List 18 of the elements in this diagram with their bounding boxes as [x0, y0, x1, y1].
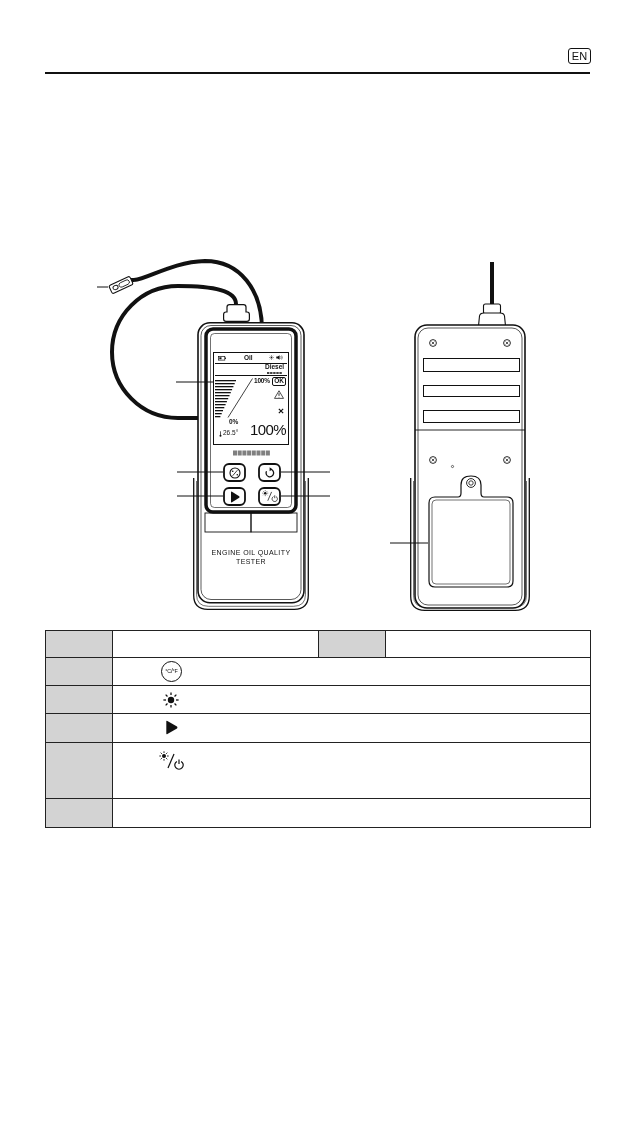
leader-line — [176, 471, 224, 473]
leader-line — [389, 542, 429, 544]
leader-line — [175, 381, 214, 383]
play-button — [223, 487, 246, 506]
lcd-screen — [213, 352, 289, 445]
cable — [110, 259, 264, 420]
cable-connector — [222, 304, 250, 322]
leader-line — [176, 495, 224, 497]
leader-line — [96, 286, 109, 288]
refresh-button — [258, 463, 281, 482]
language-badge: EN — [568, 48, 591, 64]
leader-line — [280, 495, 331, 497]
quality-percent-text: 100% — [250, 422, 286, 437]
sun-power-button — [258, 487, 281, 506]
leader-line — [280, 471, 331, 473]
slashed-circle-button — [223, 463, 246, 482]
tester-back-view — [410, 262, 530, 612]
battery-cover — [428, 475, 514, 588]
